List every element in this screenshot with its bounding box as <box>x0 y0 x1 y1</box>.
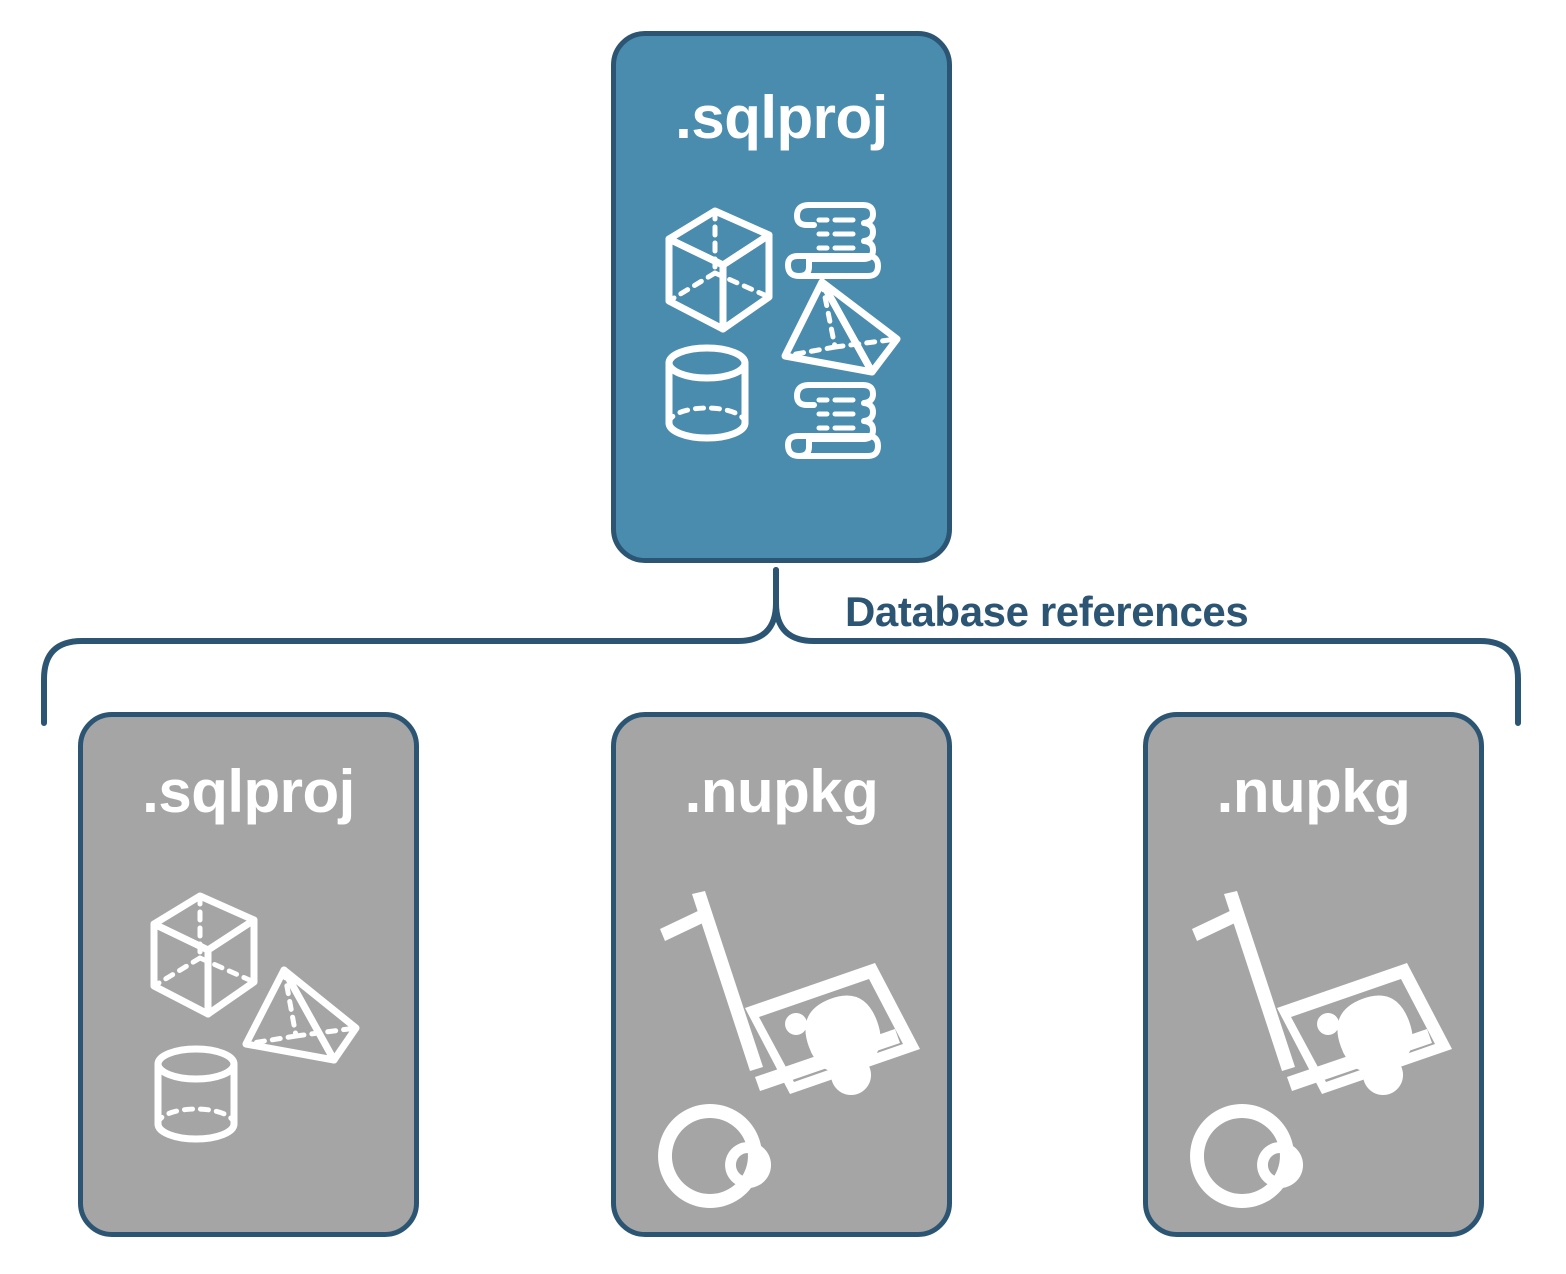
nuget-package-icon <box>1189 891 1452 1208</box>
node-ref-nupkg-2[interactable]: .nupkg <box>1143 712 1484 1237</box>
pyramid-icon <box>781 278 900 376</box>
cube-icon <box>665 207 772 333</box>
node-root-icon-group <box>616 191 947 459</box>
node-root-sqlproj[interactable]: .sqlproj <box>611 31 952 563</box>
node-ref-nupkg-1-label: .nupkg <box>684 758 879 825</box>
node-ref-sqlproj-icon-group <box>83 857 414 1197</box>
node-ref-nupkg-2-icon-group <box>1148 857 1479 1208</box>
connector-label: Database references <box>845 588 1249 635</box>
node-ref-sqlproj-label: .sqlproj <box>142 758 355 825</box>
node-ref-nupkg-1-icon-group <box>616 857 947 1208</box>
node-ref-nupkg-1[interactable]: .nupkg <box>611 712 952 1237</box>
cylinder-icon <box>154 1045 237 1143</box>
node-ref-nupkg-2-label: .nupkg <box>1216 758 1411 825</box>
node-ref-sqlproj[interactable]: .sqlproj <box>78 712 419 1237</box>
cylinder-icon <box>665 344 748 442</box>
database-references-brace <box>41 567 1521 726</box>
script-scroll-icon <box>784 382 881 459</box>
script-scroll-icon <box>784 202 881 279</box>
cube-icon <box>150 892 257 1018</box>
node-root-label: .sqlproj <box>675 84 888 151</box>
pyramid-icon <box>242 966 359 1064</box>
nuget-package-icon <box>657 891 920 1208</box>
